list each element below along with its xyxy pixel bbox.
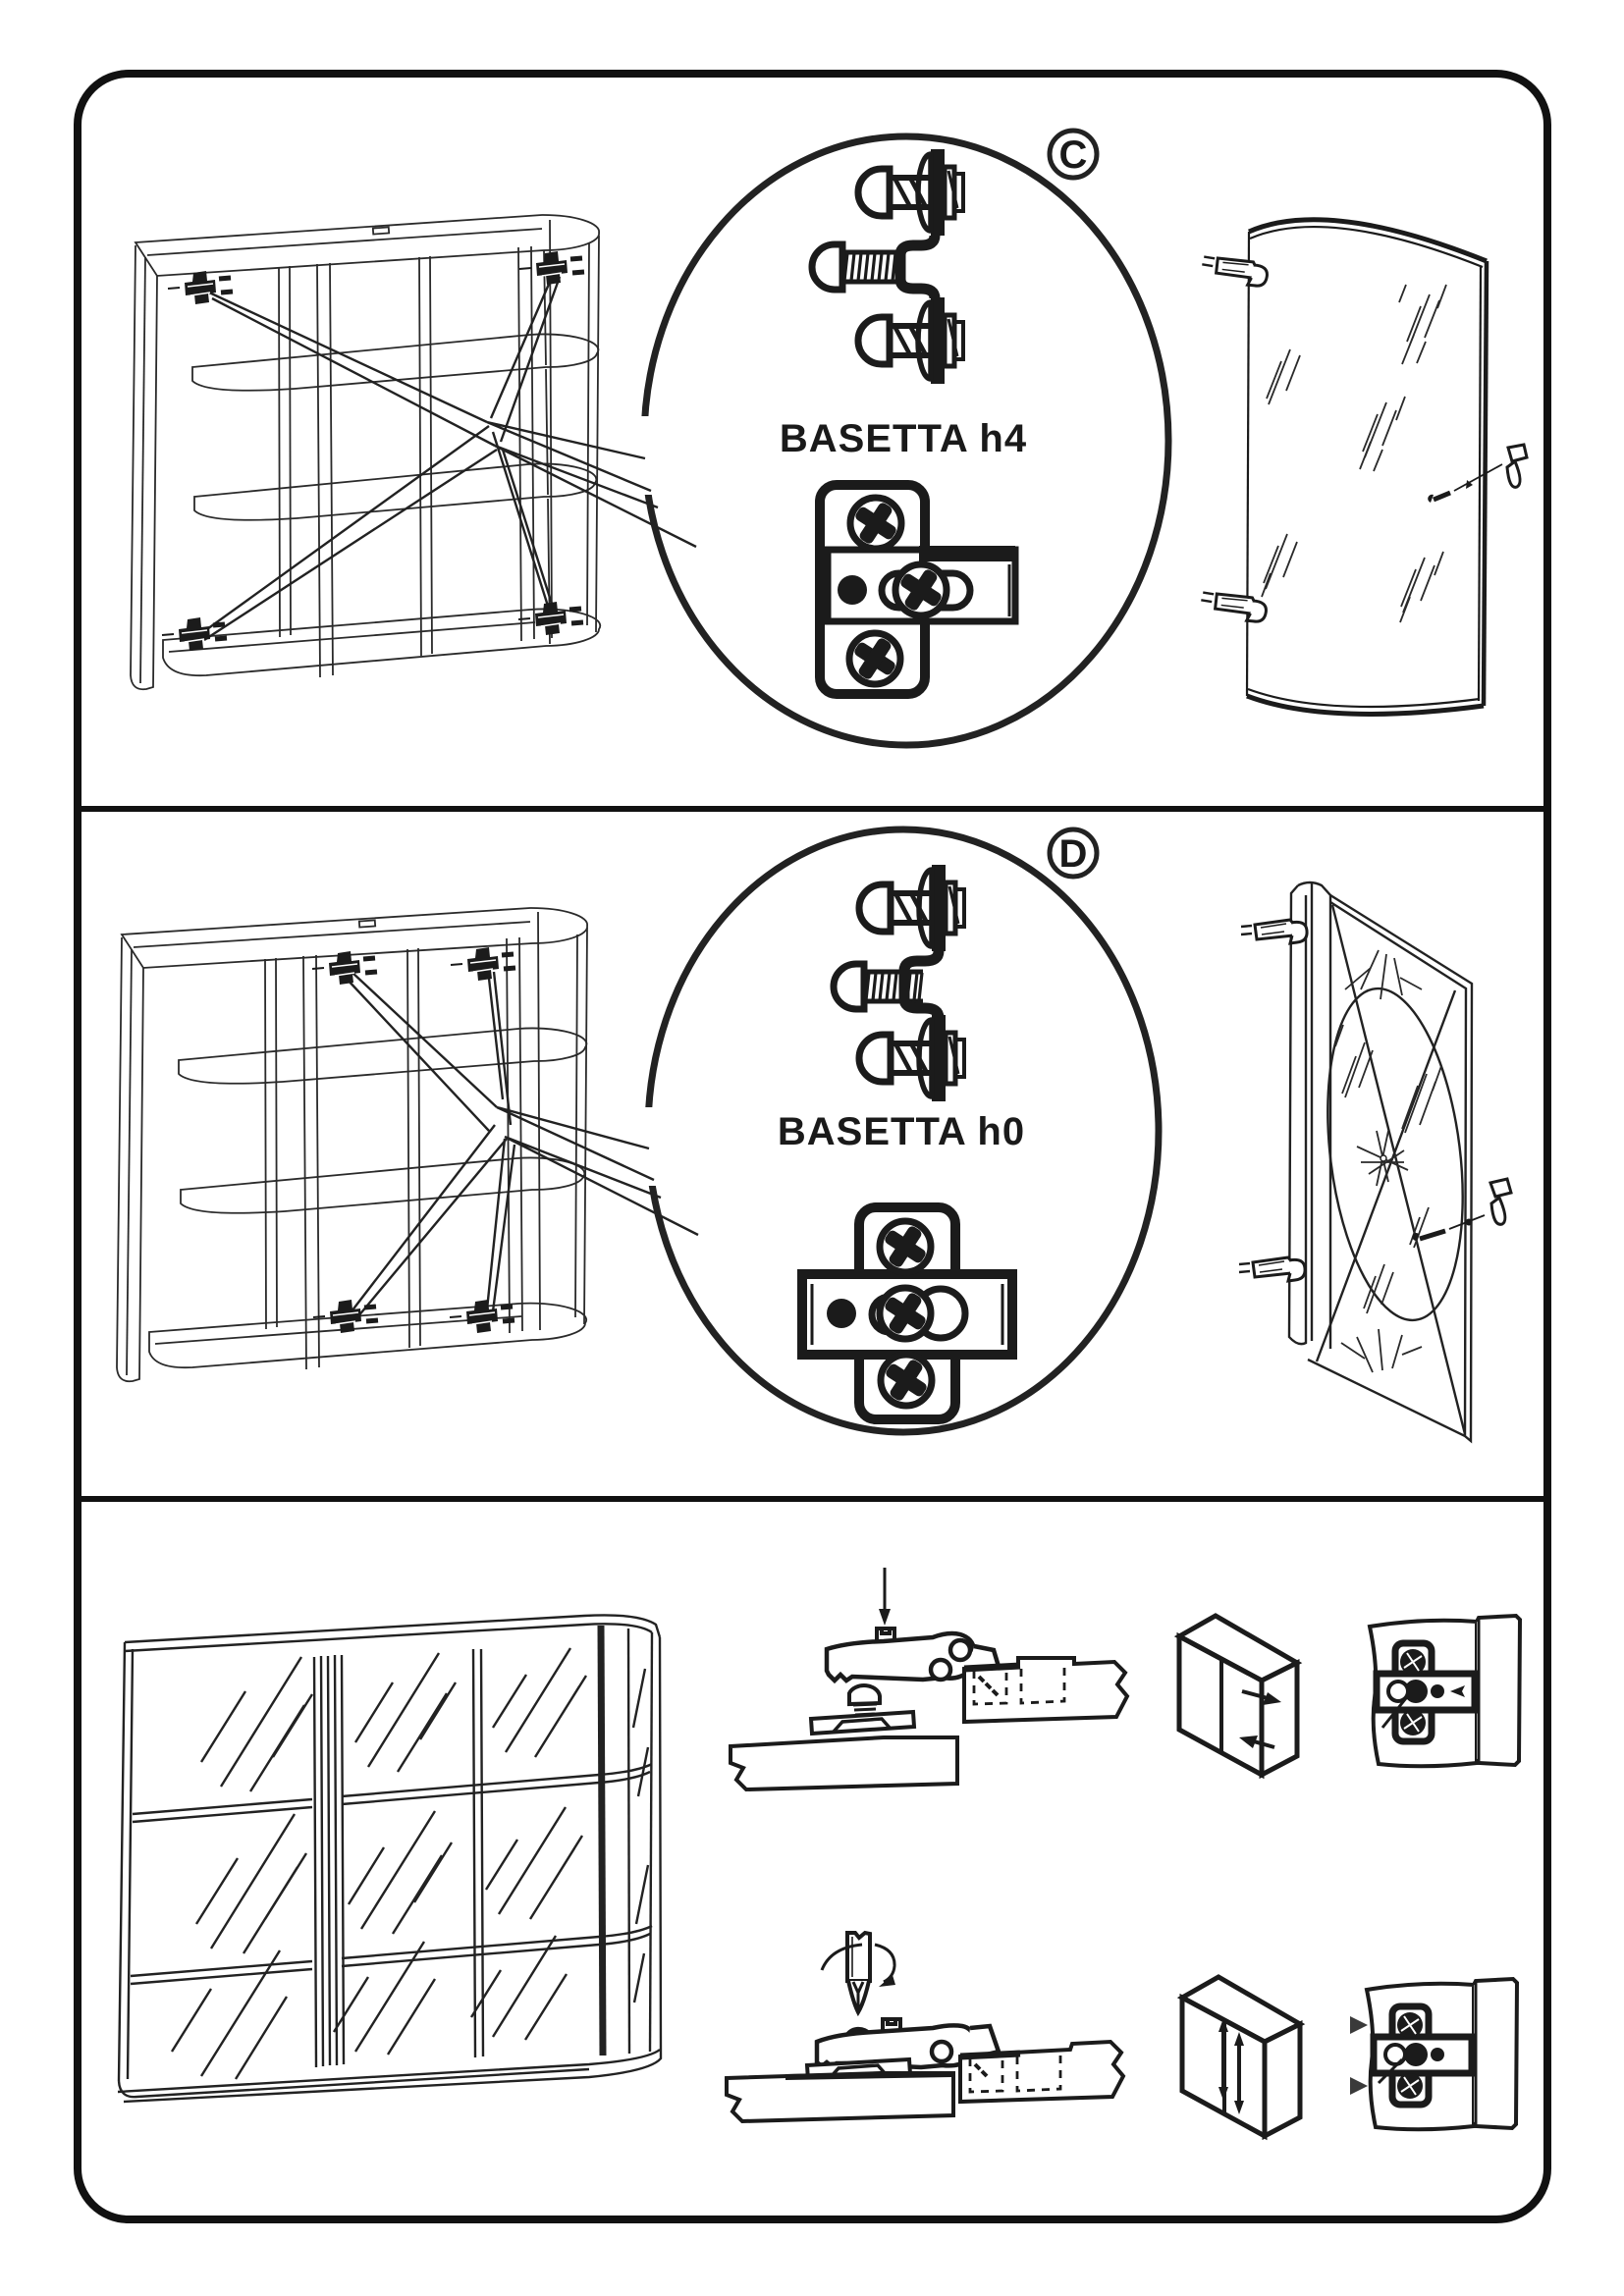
svg-text:BASETTA h4: BASETTA h4 — [780, 417, 1027, 460]
svg-text:BASETTA h0: BASETTA h0 — [778, 1110, 1025, 1153]
svg-text:D: D — [1059, 832, 1088, 876]
svg-text:C: C — [1059, 133, 1088, 177]
